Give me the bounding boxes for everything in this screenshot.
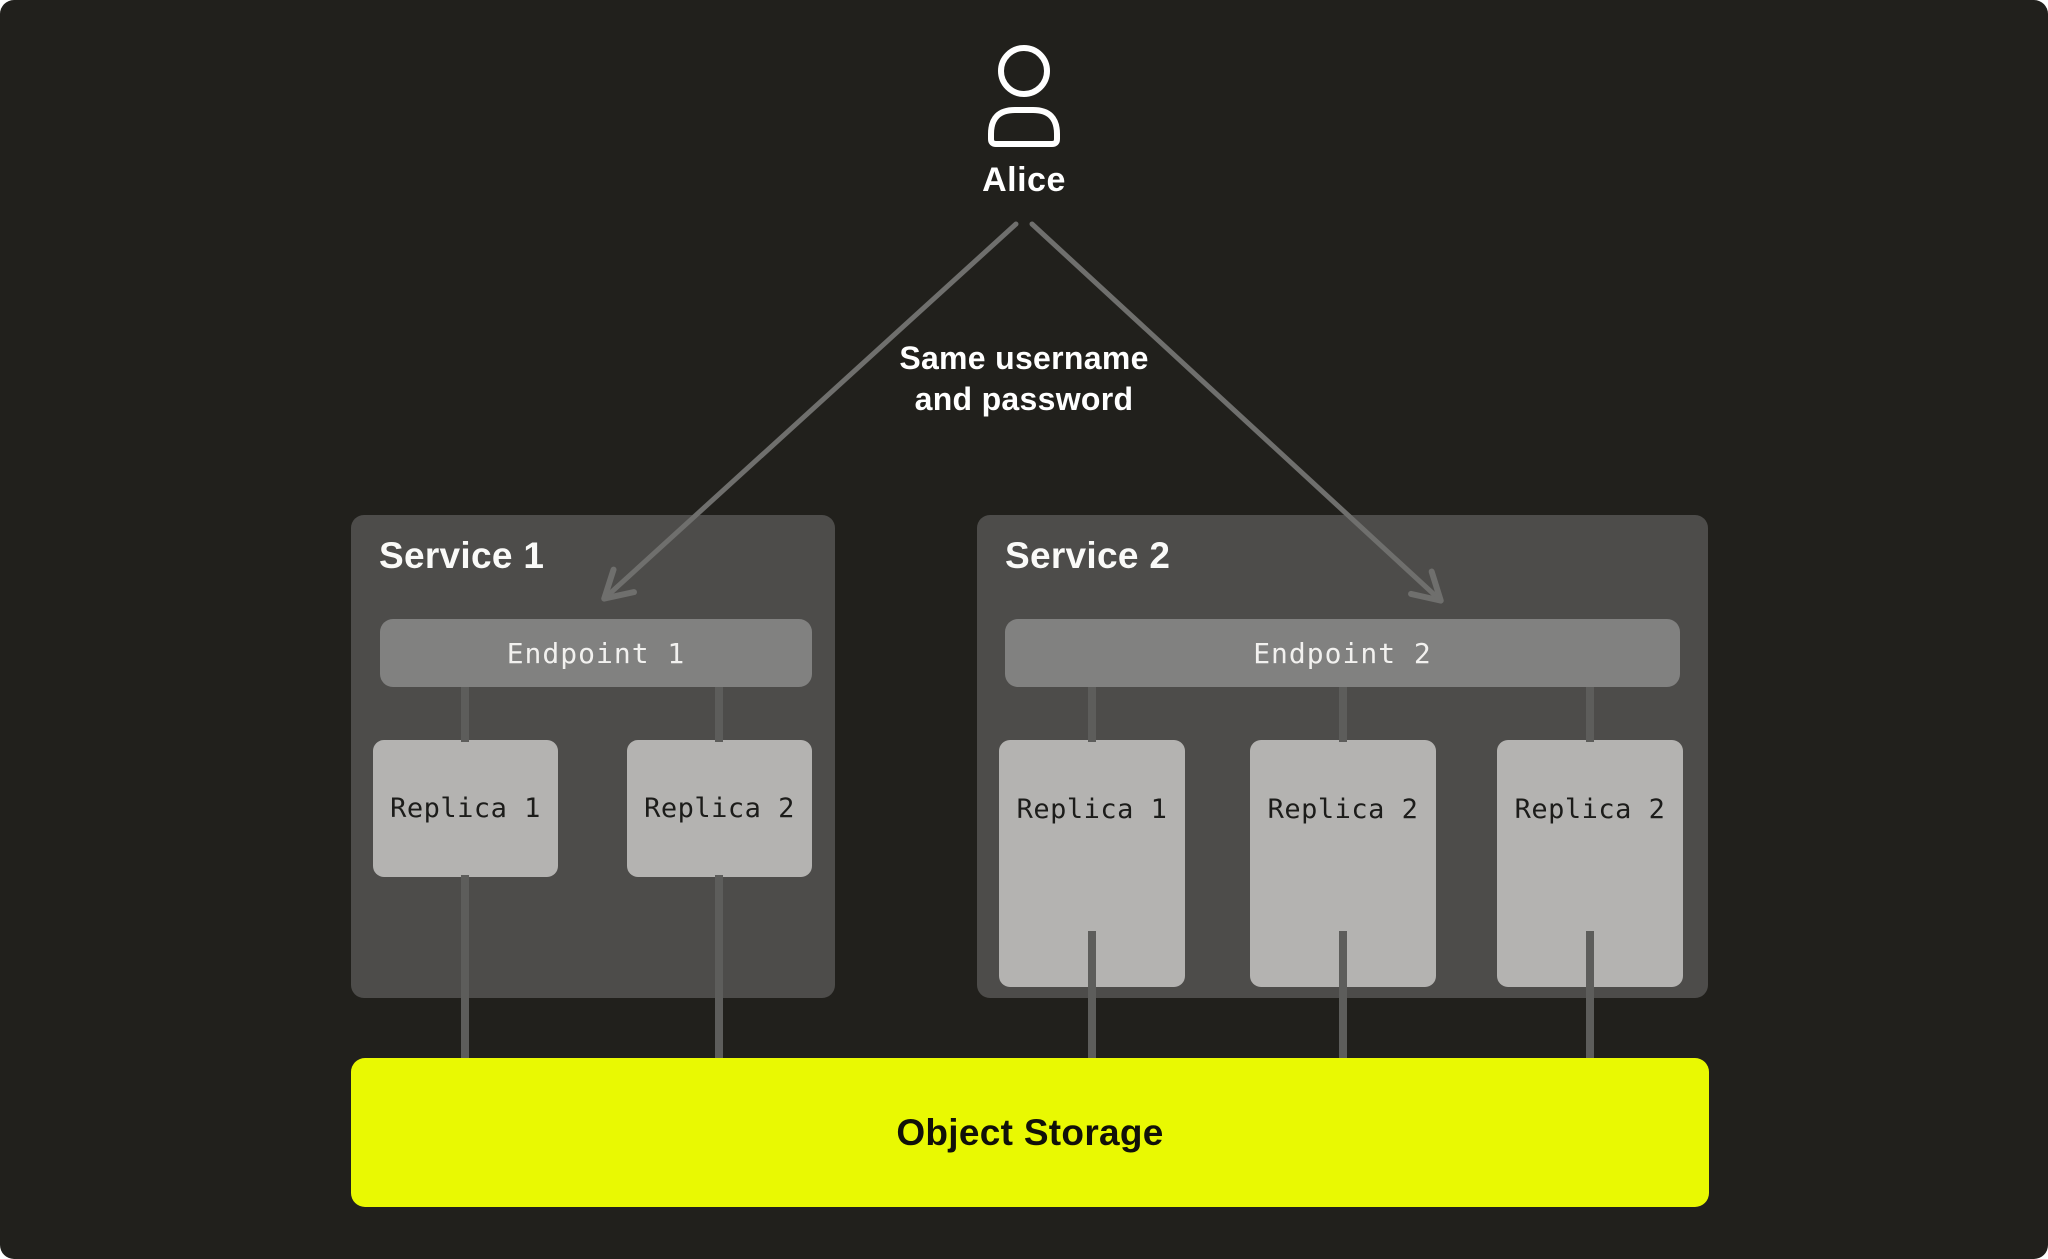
service-1-box: Service 1 Endpoint 1 Replica 1 Replica 2 (351, 515, 835, 998)
service-1-endpoint: Endpoint 1 (380, 619, 812, 687)
annotation-text: Same username and password (899, 340, 1149, 417)
service-2-replica-3: Replica 2 (1497, 740, 1683, 987)
person-icon (988, 45, 1060, 147)
object-storage-label: Object Storage (896, 1111, 1164, 1153)
service-2-box: Service 2 Endpoint 2 Replica 1 Replica 2… (977, 515, 1708, 998)
service-2-title: Service 2 (1005, 535, 1171, 576)
user-name-label: Alice (982, 161, 1066, 199)
service-2-replica-2: Replica 2 (1250, 740, 1436, 987)
object-storage-bar: Object Storage (351, 1058, 1709, 1207)
service-1-replica-2: Replica 2 (627, 740, 812, 877)
service-2-replica-1: Replica 1 (999, 740, 1185, 987)
service-1-replica-1: Replica 1 (373, 740, 558, 877)
service-1-title: Service 1 (379, 535, 545, 576)
service-2-endpoint: Endpoint 2 (1005, 619, 1680, 687)
